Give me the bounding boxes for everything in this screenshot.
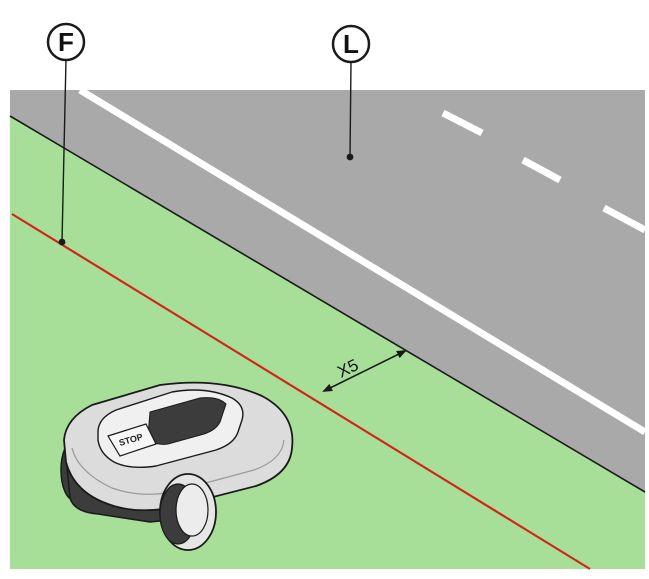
callout-l-letter: L	[343, 29, 359, 59]
callout-f: F	[46, 22, 86, 62]
mower-front-wheel-hub	[175, 483, 209, 537]
callout-l-leader-dot	[346, 153, 354, 161]
road-surface	[10, 90, 645, 492]
road-dashed-marking	[521, 156, 562, 184]
road-dashed-marking	[441, 109, 484, 137]
callout-f-letter: F	[58, 27, 74, 57]
callout-l: L	[331, 24, 371, 64]
robotic-mower: STOP	[60, 381, 294, 551]
boundary-wire	[11, 213, 591, 570]
road-edge-line	[9, 115, 646, 493]
road-solid-marking	[78, 87, 647, 435]
callout-f-leader	[61, 58, 67, 243]
road-dashed-marking	[602, 204, 647, 234]
callout-f-leader-dot	[58, 238, 66, 246]
callout-l-leader	[349, 61, 352, 158]
mower-stop-button: STOP	[107, 423, 157, 457]
mower-body-rim	[71, 439, 285, 495]
distance-arrow	[322, 350, 407, 392]
